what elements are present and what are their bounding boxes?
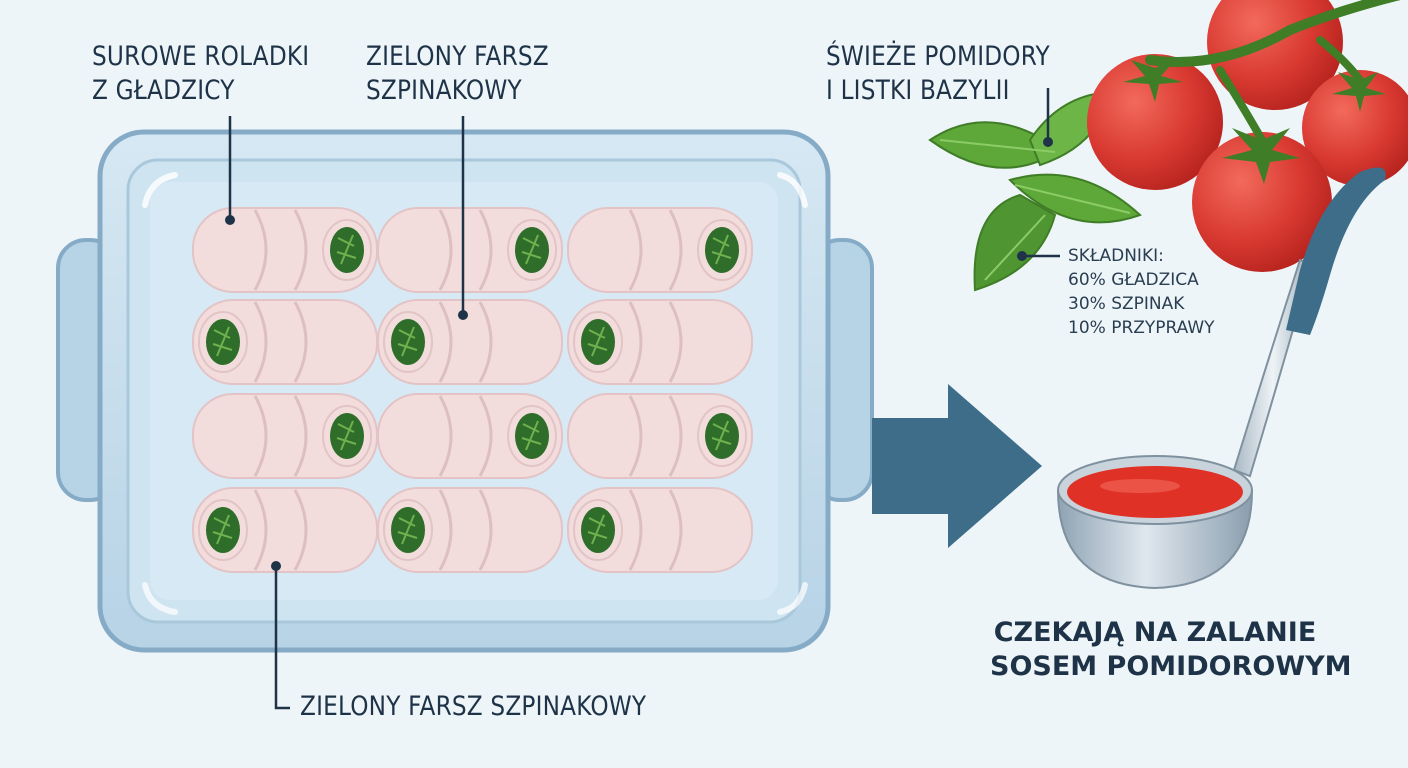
ingredient-item: 30% SZPINAK: [1068, 294, 1185, 314]
label-spinach-filling-top-line1: ZIELONY FARSZ: [366, 41, 549, 72]
fish-roll: [377, 393, 563, 479]
ingredients-title: SKŁADNIKI:: [1068, 246, 1164, 266]
fish-roll: [377, 299, 563, 385]
fish-roll: [567, 487, 753, 573]
fish-rolls: [192, 207, 753, 573]
fish-roll: [192, 299, 378, 385]
fish-roll: [192, 207, 378, 293]
leader-lines: [225, 88, 1060, 710]
label-raw-rolls: SUROWE ROLADKI Z GŁADZICY: [92, 40, 309, 108]
fish-roll: [192, 393, 378, 479]
fish-roll: [377, 207, 563, 293]
label-raw-rolls-line1: SUROWE ROLADKI: [92, 41, 310, 72]
label-spinach-filling-top-line2: SZPINAKOWY: [366, 75, 522, 106]
label-tomatoes-basil: ŚWIEŻE POMIDORY I LISTKI BAZYLII: [826, 40, 1050, 108]
tomatoes: [1087, 0, 1408, 272]
fish-roll: [377, 487, 563, 573]
label-spinach-filling-bottom-text: ZIELONY FARSZ SZPINAKOWY: [300, 691, 647, 722]
ingredient-item: 10% PRZYPRAWY: [1068, 318, 1215, 338]
ingredients-list: SKŁADNIKI: 60% GŁADZICA 30% SZPINAK 10% …: [1068, 244, 1215, 340]
label-raw-rolls-line2: Z GŁADZICY: [92, 75, 235, 106]
ingredient-item: 60% GŁADZICA: [1068, 270, 1199, 290]
label-tomatoes-basil-line1: ŚWIEŻE POMIDORY: [826, 41, 1050, 72]
arrow-right-icon: [872, 384, 1042, 548]
caption-line2: SOSEM POMIDOROWYM: [990, 651, 1352, 682]
fish-roll: [192, 487, 378, 573]
label-spinach-filling-top: ZIELONY FARSZ SZPINAKOWY: [366, 40, 549, 108]
label-spinach-filling-bottom: ZIELONY FARSZ SZPINAKOWY: [300, 690, 646, 724]
caption-line1: CZEKAJĄ NA ZALANIE: [993, 617, 1317, 648]
fish-roll: [567, 207, 753, 293]
ladle: [1056, 167, 1386, 590]
caption-waiting-for-sauce: CZEKAJĄ NA ZALANIE SOSEM POMIDOROWYM: [990, 616, 1352, 684]
fish-roll: [567, 299, 753, 385]
fish-roll: [567, 393, 753, 479]
label-tomatoes-basil-line2: I LISTKI BAZYLII: [826, 75, 1010, 106]
